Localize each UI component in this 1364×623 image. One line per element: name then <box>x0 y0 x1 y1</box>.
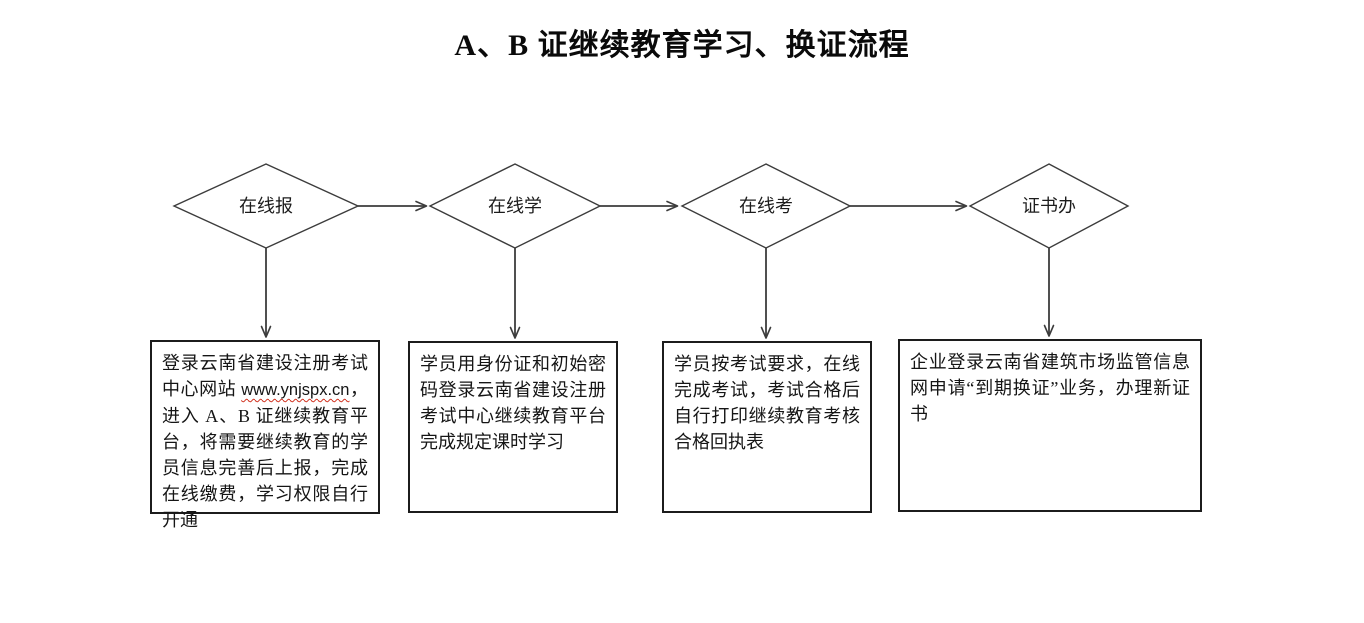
step-box-certificate: 企业登录云南省建筑市场监管信息网申请“到期换证”业务，办理新证书 <box>898 339 1202 512</box>
step-box-register: 登录云南省建设注册考试中心网站 www.ynjspx.cn，进入 A、B 证继续… <box>150 340 380 530</box>
diamond-label-online-learn: 在线学 <box>488 196 542 216</box>
website-url: www.ynjspx.cn <box>241 381 350 399</box>
diamond-label-certificate: 证书办 <box>1022 196 1076 216</box>
register-text-before-url: 登录云南省建设注册考试中心网站 <box>162 353 368 399</box>
arrow-learn-to-exam <box>600 200 679 212</box>
arrow-register-to-learn <box>358 200 428 212</box>
page-title: A、B 证继续教育学习、换证流程 <box>454 29 910 62</box>
arrow-learn-to-box <box>509 248 521 339</box>
learn-text: 学员用身份证和初始密码登录云南省建设注册考试中心继续教育平台完成规定课时学习 <box>420 354 606 452</box>
arrow-certificate-to-box <box>1043 248 1055 337</box>
diamond-label-online-exam: 在线考 <box>739 196 793 216</box>
diamond-label-online-register: 在线报 <box>239 196 293 216</box>
exam-text: 学员按考试要求，在线完成考试，考试合格后自行打印继续教育考核合格回执表 <box>674 354 860 452</box>
arrow-register-to-box <box>260 248 272 338</box>
arrow-exam-to-box <box>760 248 772 339</box>
register-text-after-url: ，进入 A、B 证继续教育平台，将需要继续教育的学员信息完善后上报，完成在线缴费… <box>162 379 369 530</box>
step-box-learn: 学员用身份证和初始密码登录云南省建设注册考试中心继续教育平台完成规定课时学习 <box>408 341 618 513</box>
arrow-exam-to-certificate <box>850 200 968 212</box>
step-box-exam: 学员按考试要求，在线完成考试，考试合格后自行打印继续教育考核合格回执表 <box>662 341 872 513</box>
certificate-text: 企业登录云南省建筑市场监管信息网申请“到期换证”业务，办理新证书 <box>910 352 1190 424</box>
